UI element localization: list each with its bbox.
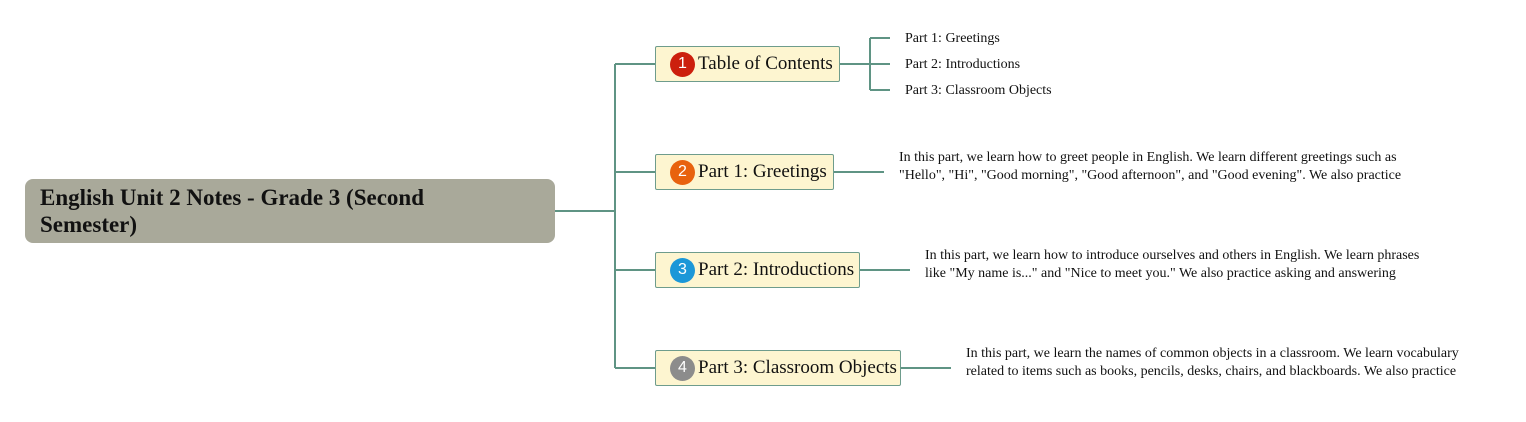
toc-item-part-2[interactable]: Part 2: Introductions [905, 57, 1021, 72]
toc-item-part-1[interactable]: Part 1: Greetings [905, 31, 1000, 46]
number-badge-1: 1 [670, 51, 695, 77]
toc-item-part-3[interactable]: Part 3: Classroom Objects [905, 83, 1052, 98]
topic-part-2-introductions[interactable]: 3 Part 2: Introductions [655, 252, 860, 288]
number-badge-2: 2 [670, 159, 695, 185]
topic-label: Part 1: Greetings [698, 161, 827, 182]
description-part-1[interactable]: In this part, we learn how to greet peop… [899, 150, 1402, 187]
topic-label: Part 2: Introductions [698, 259, 855, 280]
topic-label: Table of Contents [698, 53, 833, 74]
number-badge-3: 3 [670, 257, 695, 283]
topic-part-1-greetings[interactable]: 2 Part 1: Greetings [655, 154, 834, 190]
description-part-2[interactable]: In this part, we learn how to introduce … [925, 248, 1420, 285]
topic-table-of-contents[interactable]: 1 Table of Contents [655, 46, 840, 82]
description-part-3[interactable]: In this part, we learn the names of comm… [966, 346, 1459, 383]
topic-part-3-classroom-objects[interactable]: 4 Part 3: Classroom Objects [655, 350, 901, 386]
central-topic[interactable]: English Unit 2 Notes - Grade 3 (Second S… [25, 179, 555, 243]
topic-label: Part 3: Classroom Objects [698, 357, 897, 378]
central-topic-title: English Unit 2 Notes - Grade 3 (Second S… [40, 185, 424, 237]
number-badge-4: 4 [670, 355, 695, 381]
